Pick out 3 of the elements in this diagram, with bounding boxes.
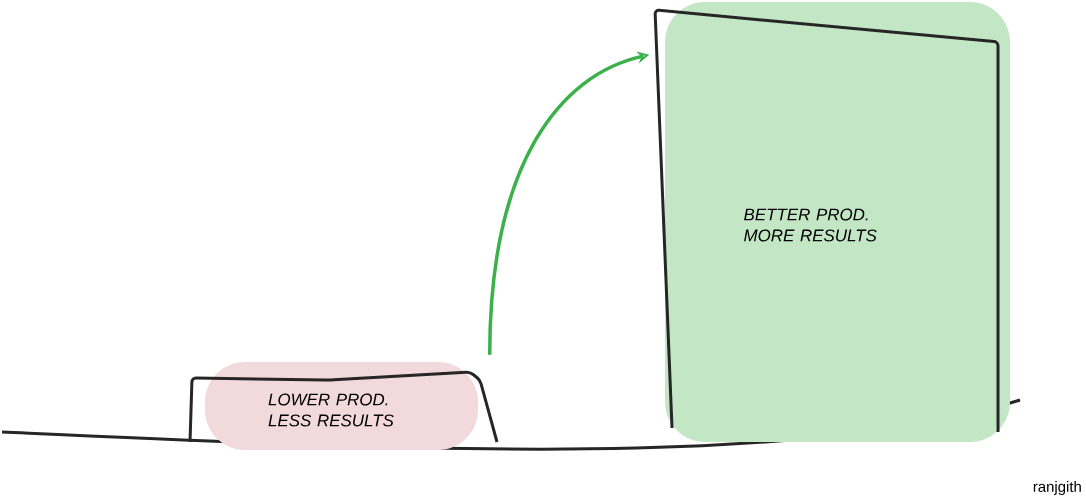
- process-box: BETTER PROD. MORE RESULTS: [653, 2, 1010, 442]
- signature: ranjgith: [1033, 481, 1081, 495]
- process-box: LOWER PROD. LESS RESULTS: [188, 362, 499, 450]
